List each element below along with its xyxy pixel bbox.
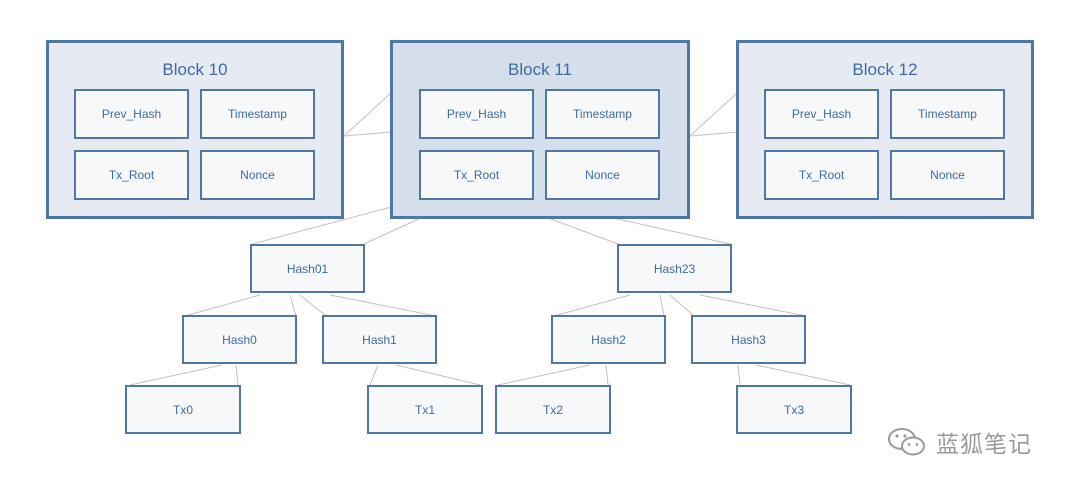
merkle-node-hash01: Hash01 bbox=[250, 244, 365, 293]
merkle-link bbox=[289, 294, 297, 317]
timestamp-field: Timestamp bbox=[200, 89, 315, 139]
merkle-link bbox=[669, 294, 695, 317]
merkle-link bbox=[369, 364, 379, 386]
merkle-link bbox=[395, 364, 481, 386]
merkle-link bbox=[129, 364, 223, 386]
chain-link bbox=[689, 131, 739, 137]
merkle-link bbox=[553, 294, 631, 317]
watermark: 蓝狐笔记 bbox=[886, 422, 1032, 462]
merkle-node-hash0: Hash0 bbox=[182, 315, 297, 364]
timestamp-field: Timestamp bbox=[890, 89, 1005, 139]
wechat-icon bbox=[888, 428, 925, 456]
merkle-leaf-tx1: Tx1 bbox=[367, 385, 483, 434]
merkle-link bbox=[184, 294, 261, 317]
merkle-link bbox=[235, 364, 239, 386]
prev-hash-field: Prev_Hash bbox=[419, 89, 534, 139]
nonce-field: Nonce bbox=[890, 150, 1005, 200]
tx-root-field: Tx_Root bbox=[764, 150, 879, 200]
block-title: Block 11 bbox=[508, 60, 572, 79]
merkle-link bbox=[737, 364, 741, 386]
prev-hash-field: Prev_Hash bbox=[764, 89, 879, 139]
prev-hash-field: Prev_Hash bbox=[74, 89, 189, 139]
merkle-node-hash3: Hash3 bbox=[691, 315, 806, 364]
timestamp-field: Timestamp bbox=[545, 89, 660, 139]
block-title: Block 10 bbox=[162, 60, 228, 79]
merkle-leaf-tx3: Tx3 bbox=[736, 385, 852, 434]
chain-link bbox=[343, 91, 393, 137]
chain-link bbox=[689, 91, 739, 137]
block-title: Block 12 bbox=[852, 60, 918, 79]
merkle-link bbox=[299, 294, 327, 317]
merkle-node-hash2: Hash2 bbox=[551, 315, 666, 364]
tx-root-field: Tx_Root bbox=[419, 150, 534, 200]
merkle-node-hash1: Hash1 bbox=[322, 315, 437, 364]
nonce-field: Nonce bbox=[200, 150, 315, 200]
block-11: Block 11 Prev_Hash Timestamp Tx_Root Non… bbox=[390, 40, 690, 219]
watermark-text: 蓝狐笔记 bbox=[936, 432, 1032, 458]
nonce-field: Nonce bbox=[545, 150, 660, 200]
merkle-link bbox=[699, 294, 807, 317]
merkle-link bbox=[329, 294, 437, 317]
block-12: Block 12 Prev_Hash Timestamp Tx_Root Non… bbox=[736, 40, 1034, 219]
tx-root-field: Tx_Root bbox=[74, 150, 189, 200]
merkle-link bbox=[659, 294, 665, 317]
merkle-leaf-tx2: Tx2 bbox=[495, 385, 611, 434]
merkle-leaf-tx0: Tx0 bbox=[125, 385, 241, 434]
chain-link bbox=[343, 131, 393, 137]
block-10: Block 10 Prev_Hash Timestamp Tx_Root Non… bbox=[46, 40, 344, 219]
merkle-node-hash23: Hash23 bbox=[617, 244, 732, 293]
merkle-link bbox=[755, 364, 851, 386]
merkle-link bbox=[605, 364, 609, 386]
merkle-link bbox=[497, 364, 591, 386]
